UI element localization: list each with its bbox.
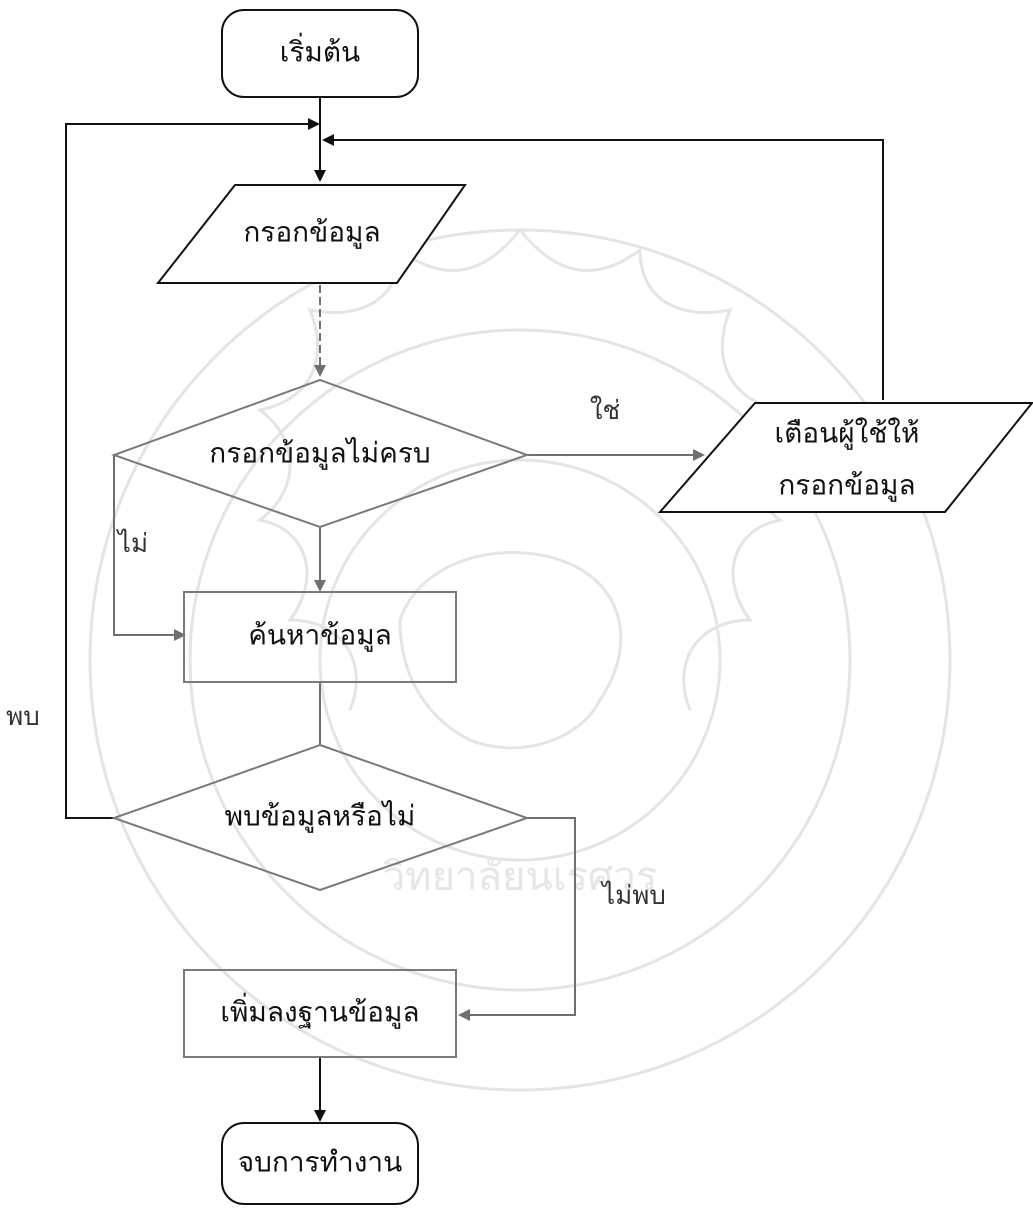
start-label: เริ่มต้น [280, 33, 360, 69]
end-label: จบการทำงาน [238, 1146, 403, 1179]
add-label: เพิ่มลงฐานข้อมูล [220, 993, 419, 1030]
warn-label-line1: เตือนผู้ใช้ให้ [775, 417, 920, 451]
node-input: กรอกข้อมูล [158, 185, 465, 283]
edge-notfound-to-add [460, 818, 575, 1015]
edge-warn-back-to-input [324, 140, 883, 400]
warn-label-line2: กรอกข้อมูล [778, 469, 915, 503]
check-incomplete-label: กรอกข้อมูลไม่ครบ [209, 437, 430, 471]
edge-label-no: ไม่ [116, 528, 148, 559]
watermark-seal: วิทยาลัยนเรศวร [90, 230, 950, 1090]
search-label: ค้นหาข้อมูล [248, 619, 392, 653]
node-warn-user: เตือนผู้ใช้ให้ กรอกข้อมูล [660, 403, 1032, 512]
check-found-label: พบข้อมูลหรือไม่ [225, 800, 416, 834]
edge-label-not-found: ไม่พบ [600, 880, 666, 911]
node-add-to-db: เพิ่มลงฐานข้อมูล [184, 970, 456, 1057]
node-start: เริ่มต้น [222, 10, 418, 97]
edge-label-yes: ใช่ [590, 396, 620, 426]
input-label: กรอกข้อมูล [243, 216, 380, 250]
node-end: จบการทำงาน [222, 1123, 418, 1204]
edge-label-found: พบ [6, 702, 40, 732]
